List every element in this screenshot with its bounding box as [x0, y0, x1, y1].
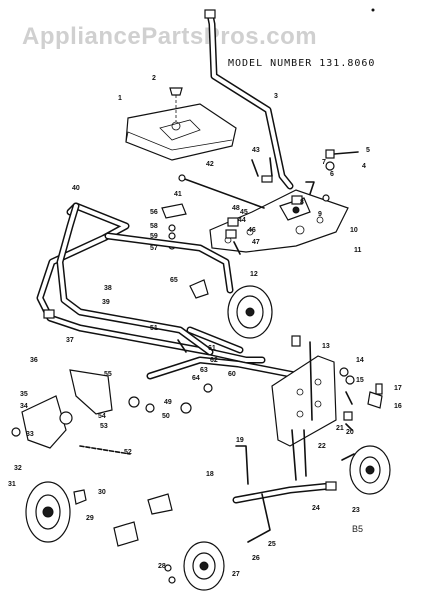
callout-44: 44 [238, 217, 246, 224]
callout-35: 35 [20, 391, 28, 398]
callout-11: 11 [354, 247, 362, 254]
callout-22: 22 [318, 443, 326, 450]
watermark-text: AppliancePartsPros.com [22, 23, 317, 50]
callout-12: 12 [250, 271, 258, 278]
callout-5: 5 [366, 147, 370, 154]
callout-65: 65 [170, 277, 178, 284]
callout-32: 32 [14, 465, 22, 472]
callout-10: 10 [350, 227, 358, 234]
callout-23: 23 [352, 507, 360, 514]
upper-wheel [189, 279, 273, 339]
callout-56: 56 [150, 209, 158, 216]
steering-shaft [204, 9, 294, 190]
callout-1: 1 [118, 95, 122, 102]
rear-plate [271, 335, 337, 447]
steering-rod [181, 177, 265, 209]
model-number-label: MODEL NUMBER 131.8060 [228, 58, 375, 69]
callout-47: 47 [252, 239, 260, 246]
callout-45: 45 [240, 209, 248, 216]
callout-46: 46 [248, 227, 256, 234]
bottom-wheel [164, 541, 225, 591]
callout-58: 58 [150, 223, 158, 230]
main-frame [36, 202, 304, 380]
callout-27: 27 [232, 571, 240, 578]
bracket-hardware [251, 149, 359, 205]
callout-30: 30 [98, 489, 106, 496]
callout-62: 62 [210, 357, 218, 364]
callout-9: 9 [318, 211, 322, 218]
callout-28: 28 [158, 563, 166, 570]
callout-43: 43 [252, 147, 260, 154]
callout-3: 3 [274, 93, 278, 100]
callout-19: 19 [236, 437, 244, 444]
left-rear-wheel [25, 481, 87, 543]
callout-21: 21 [336, 425, 344, 432]
callout-36: 36 [30, 357, 38, 364]
callout-54: 54 [98, 413, 106, 420]
callout-18: 18 [206, 471, 214, 478]
right-front-wheel [349, 445, 391, 495]
callout-16: 16 [394, 403, 402, 410]
callout-15: 15 [356, 377, 364, 384]
callout-60: 60 [228, 371, 236, 378]
callout-20: 20 [346, 429, 354, 436]
callout-50: 50 [162, 413, 170, 420]
callout-14: 14 [356, 357, 364, 364]
callout-34: 34 [20, 403, 28, 410]
callout-55: 55 [104, 371, 112, 378]
seat-assembly [125, 87, 237, 161]
callout-2: 2 [152, 75, 156, 82]
callout-4: 4 [362, 163, 366, 170]
callout-13: 13 [322, 343, 330, 350]
callout-53: 53 [100, 423, 108, 430]
callout-38: 38 [104, 285, 112, 292]
callout-33: 33 [26, 431, 34, 438]
callout-17: 17 [394, 385, 402, 392]
callout-64: 64 [192, 375, 200, 382]
corner-dot [371, 8, 375, 12]
diagram-code: B5 [352, 524, 363, 534]
callout-40: 40 [72, 185, 80, 192]
callout-57: 57 [150, 245, 158, 252]
center-hub-caps [113, 493, 173, 547]
callout-29: 29 [86, 515, 94, 522]
callout-48: 48 [232, 205, 240, 212]
callout-39: 39 [102, 299, 110, 306]
callout-42: 42 [206, 161, 214, 168]
callout-63: 63 [200, 367, 208, 374]
callout-7: 7 [322, 159, 326, 166]
callout-51: 51 [150, 325, 158, 332]
callout-52: 52 [124, 449, 132, 456]
right-hardware [291, 367, 383, 481]
callout-26: 26 [252, 555, 260, 562]
callout-8: 8 [300, 199, 304, 206]
callout-59: 59 [150, 233, 158, 240]
callout-6: 6 [330, 171, 334, 178]
callout-24: 24 [312, 505, 320, 512]
callout-41: 41 [174, 191, 182, 198]
left-brackets [11, 309, 213, 455]
callout-61: 61 [208, 345, 216, 352]
callout-37: 37 [66, 337, 74, 344]
front-axle [232, 445, 371, 543]
callout-labels: 1234567891011121314151617181920212223242… [8, 75, 402, 578]
callout-49: 49 [164, 399, 172, 406]
callout-31: 31 [8, 481, 16, 488]
rod-end [178, 174, 186, 182]
callout-25: 25 [268, 541, 276, 548]
